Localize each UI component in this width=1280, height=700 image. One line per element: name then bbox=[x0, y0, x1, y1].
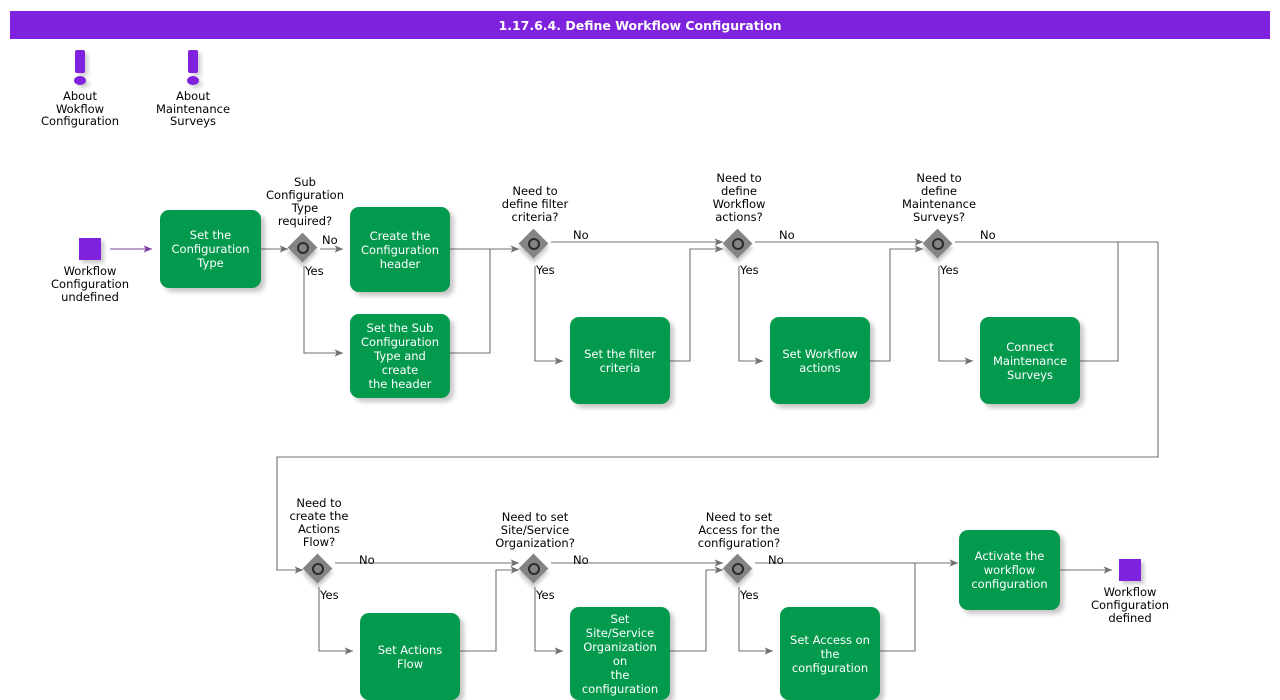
task-label: Set Workflow actions bbox=[782, 346, 858, 375]
gateway-ring-icon bbox=[731, 562, 744, 575]
gw-set-site-service-org-no-label: No bbox=[573, 553, 589, 567]
gateway-ring-icon bbox=[296, 241, 309, 254]
exclamation-icon bbox=[138, 48, 248, 90]
task-set-sub-configuration-type[interactable]: Set the Sub Configuration Type and creat… bbox=[350, 314, 450, 398]
task-set-site-service-organization[interactable]: Set Site/Service Organization on the con… bbox=[570, 607, 670, 700]
edge-gw-filter-yes-to-set-filter bbox=[534, 266, 564, 365]
task-create-configuration-header[interactable]: Create the Configuration header bbox=[350, 207, 450, 292]
edge-gw-sub-yes-to-set-sub-type bbox=[303, 266, 344, 357]
exclamation-bar bbox=[188, 50, 198, 73]
gw-define-workflow-actions-yes-label: Yes bbox=[740, 263, 759, 277]
gw-set-access[interactable] bbox=[722, 553, 754, 585]
task-set-workflow-actions[interactable]: Set Workflow actions bbox=[770, 317, 870, 404]
task-label: Set the Configuration Type bbox=[171, 228, 250, 270]
gw-set-site-service-org[interactable] bbox=[518, 553, 550, 585]
gw-set-access-question: Need to set Access for the configuration… bbox=[697, 510, 781, 550]
task-set-actions-flow[interactable]: Set Actions Flow bbox=[360, 613, 460, 700]
gw-sub-configuration-type-yes-label: Yes bbox=[305, 264, 324, 278]
gw-define-maintenance-surveys[interactable] bbox=[922, 228, 954, 260]
edge-connect-surveys-merge bbox=[1080, 242, 1119, 362]
gw-create-actions-flow-no-label: No bbox=[359, 553, 375, 567]
note-label: About Maintenance Surveys bbox=[155, 89, 231, 128]
note-about-maintenance-surveys: About Maintenance Surveys bbox=[138, 48, 248, 128]
gw-set-site-service-org-question: Need to set Site/Service Organization? bbox=[495, 510, 575, 550]
task-set-configuration-type[interactable]: Set the Configuration Type bbox=[160, 210, 261, 288]
note-about-workflow-configuration: About Wokflow Configuration bbox=[25, 48, 135, 128]
edge-set-sub-type-merge bbox=[450, 249, 491, 354]
gw-define-maintenance-surveys-question: Need to define Maintenance Surveys? bbox=[901, 171, 977, 224]
gw-create-actions-flow[interactable] bbox=[302, 553, 334, 585]
gateway-ring-icon bbox=[731, 237, 744, 250]
gw-set-access-yes-label: Yes bbox=[740, 588, 759, 602]
edge-gw-actions-yes-to-set-actions bbox=[738, 266, 764, 365]
edge-set-actions-merge bbox=[870, 245, 924, 362]
gw-define-maintenance-surveys-no-label: No bbox=[980, 228, 996, 242]
start-event-label: Workflow Configuration undefined bbox=[51, 264, 129, 304]
gw-define-workflow-actions-no-label: No bbox=[779, 228, 795, 242]
gateway-ring-icon bbox=[311, 562, 324, 575]
gw-define-filter-criteria-yes-label: Yes bbox=[536, 263, 555, 277]
task-label: Set Actions Flow bbox=[377, 642, 443, 671]
exclamation-dot bbox=[74, 76, 86, 85]
task-connect-maintenance-surveys[interactable]: Connect Maintenance Surveys bbox=[980, 317, 1080, 404]
page-title: 1.17.6.4. Define Workflow Configuration bbox=[498, 17, 782, 33]
task-label: Set Access on the configuration bbox=[790, 632, 870, 675]
end-event-label: Workflow Configuration defined bbox=[1091, 585, 1169, 625]
task-label: Activate the workflow configuration bbox=[971, 549, 1048, 591]
edge-gw-surveys-yes-to-connect-surveys bbox=[938, 266, 974, 365]
task-label: Set the Sub Configuration Type and creat… bbox=[361, 321, 439, 391]
gw-define-workflow-actions-question: Need to define Workflow actions? bbox=[712, 171, 766, 224]
gw-define-filter-criteria-question: Need to define filter criteria? bbox=[501, 184, 569, 224]
gw-define-filter-criteria-no-label: No bbox=[573, 228, 589, 242]
edge-set-siteservice-merge bbox=[670, 566, 724, 652]
exclamation-dot bbox=[187, 76, 199, 85]
task-label: Set Site/Service Organization on the con… bbox=[581, 611, 659, 696]
gw-sub-configuration-type-no-label: No bbox=[322, 233, 338, 247]
page-title-bar: 1.17.6.4. Define Workflow Configuration bbox=[10, 11, 1270, 39]
note-label: About Wokflow Configuration bbox=[41, 89, 119, 128]
edge-set-actions-flow-merge bbox=[460, 566, 520, 652]
task-activate-workflow-configuration[interactable]: Activate the workflow configuration bbox=[959, 530, 1060, 610]
task-label: Set the filter criteria bbox=[584, 346, 656, 375]
edge-set-filter-merge bbox=[670, 245, 724, 362]
gateway-ring-icon bbox=[931, 237, 944, 250]
task-label: Connect Maintenance Surveys bbox=[992, 339, 1068, 382]
task-label: Create the Configuration header bbox=[361, 228, 439, 271]
task-set-filter-criteria[interactable]: Set the filter criteria bbox=[570, 317, 670, 404]
task-set-access-on-configuration[interactable]: Set Access on the configuration bbox=[780, 607, 880, 700]
exclamation-icon bbox=[25, 48, 135, 90]
gw-define-filter-criteria[interactable] bbox=[518, 228, 550, 260]
gw-set-site-service-org-yes-label: Yes bbox=[536, 588, 555, 602]
gw-sub-configuration-type-question: Sub Configuration Type required? bbox=[266, 175, 344, 228]
gw-create-actions-flow-question: Need to create the Actions Flow? bbox=[289, 496, 349, 549]
gw-sub-configuration-type[interactable] bbox=[287, 232, 319, 264]
edge-set-access-merge bbox=[880, 563, 916, 652]
gw-define-workflow-actions[interactable] bbox=[722, 228, 754, 260]
gw-create-actions-flow-yes-label: Yes bbox=[320, 588, 339, 602]
gw-define-maintenance-surveys-yes-label: Yes bbox=[940, 263, 959, 277]
exclamation-bar bbox=[75, 50, 85, 73]
gateway-ring-icon bbox=[527, 562, 540, 575]
start-event-workflow-configuration-undefined[interactable] bbox=[79, 238, 101, 260]
end-event-workflow-configuration-defined[interactable] bbox=[1119, 559, 1141, 581]
gateway-ring-icon bbox=[527, 237, 540, 250]
gw-set-access-no-label: No bbox=[768, 553, 784, 567]
